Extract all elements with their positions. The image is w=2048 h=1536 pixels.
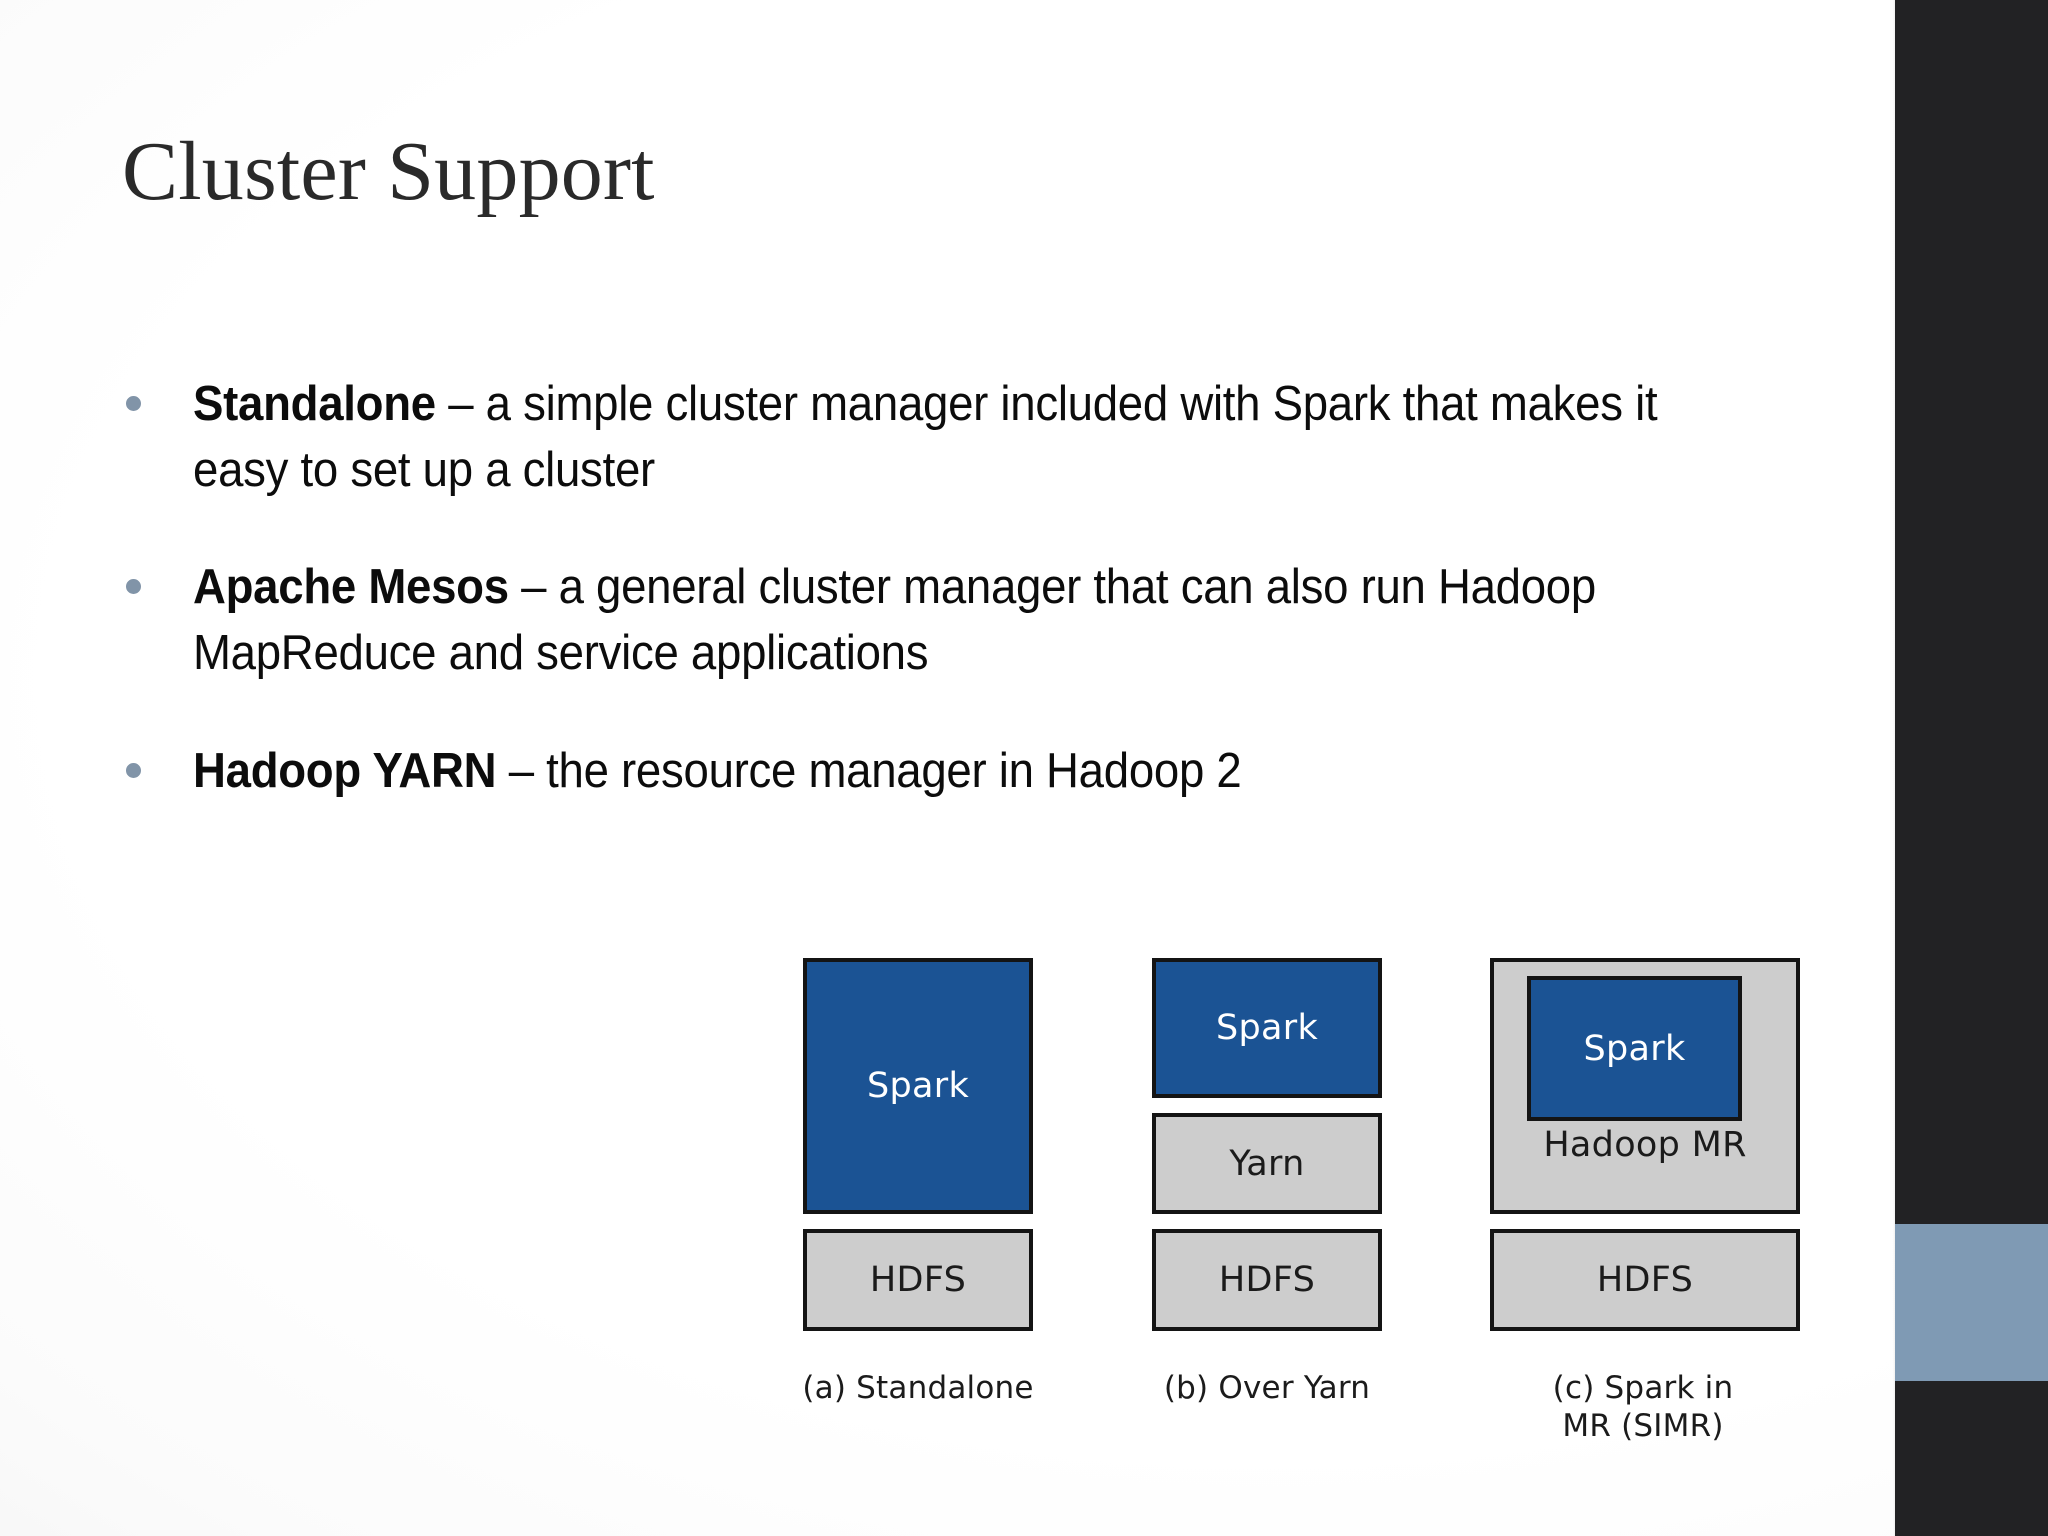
list-item: Standalone – a simple cluster manager in… — [108, 372, 1848, 503]
page-title: Cluster Support — [122, 125, 655, 218]
diagram-caption-spark-in-mr: (c) Spark in MR (SIMR) — [1478, 1370, 1808, 1446]
list-item: Apache Mesos – a general cluster manager… — [108, 555, 1848, 686]
bullet-rest-text: – the resource manager in Hadoop 2 — [496, 743, 1242, 798]
bullet-lead-label: Hadoop YARN — [193, 743, 497, 798]
diagram-caption-line-2: MR (SIMR) — [1562, 1407, 1724, 1444]
diagram-box-hadoop-mr-label: Hadoop MR — [1543, 1125, 1747, 1165]
bullet-rest-text: – a general cluster manager that can als… — [193, 560, 1596, 680]
diagram-box-hdfs: HDFS — [803, 1229, 1033, 1331]
bullet-rest-text: – a simple cluster manager included with… — [193, 377, 1658, 497]
bullet-text: Apache Mesos – a general cluster manager… — [193, 555, 1732, 686]
list-item: Hadoop YARN – the resource manager in Ha… — [108, 739, 1848, 805]
bullet-dot-icon — [126, 579, 141, 595]
diagram-box-hdfs: HDFS — [1490, 1229, 1800, 1331]
bullet-dot-icon — [126, 396, 141, 411]
bullet-text: Standalone – a simple cluster manager in… — [193, 372, 1732, 503]
diagram-caption-line-1: (c) Spark in — [1552, 1370, 1734, 1406]
diagram-box-hadoop-mr: Spark Hadoop MR — [1490, 958, 1800, 1214]
diagram-caption-over-yarn: (b) Over Yarn — [1163, 1370, 1371, 1406]
diagram-box-spark: Spark — [1152, 958, 1382, 1098]
diagram-caption-standalone: (a) Standalone — [802, 1370, 1034, 1406]
bullet-text: Hadoop YARN – the resource manager in Ha… — [193, 739, 1732, 805]
bullet-dot-icon — [126, 762, 141, 778]
diagram-box-yarn: Yarn — [1152, 1113, 1382, 1214]
bullet-lead-label: Apache Mesos — [193, 560, 509, 615]
diagram-box-hdfs: HDFS — [1152, 1229, 1382, 1331]
right-blue-accent-block — [1895, 1224, 2048, 1381]
bullet-list: Standalone – a simple cluster manager in… — [108, 372, 1848, 856]
bullet-lead-label: Standalone — [193, 377, 436, 431]
diagram-box-spark: Spark — [803, 958, 1033, 1214]
diagram-box-spark-nested: Spark — [1527, 976, 1742, 1121]
right-edge-hairline — [1890, 0, 1895, 1536]
